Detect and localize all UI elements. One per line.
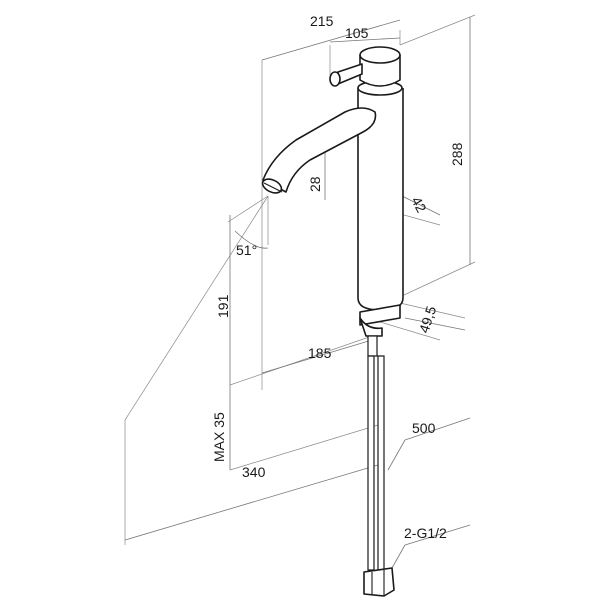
dim-49-5: 49,5: [416, 304, 440, 335]
dim-340: 340: [242, 464, 266, 480]
base-ring: [359, 304, 401, 326]
dimension-lines: [124, 14, 476, 576]
dim-185: 185: [308, 345, 332, 361]
dim-215: 215: [310, 13, 334, 29]
dim-28: 28: [307, 176, 323, 192]
dim-51-angle: 51°: [236, 242, 257, 258]
dim-105: 105: [345, 25, 369, 41]
flex-hose-left: [367, 355, 375, 571]
lever-handle: [337, 63, 363, 85]
dim-max-35: MAX 35: [211, 412, 227, 462]
dim-42: 42: [408, 194, 430, 215]
dim-191: 191: [215, 294, 231, 318]
dim-500: 500: [412, 420, 436, 436]
dim-288: 288: [449, 142, 465, 166]
dim-2-g1-2: 2-G1/2: [404, 525, 447, 541]
hose-fitting: [363, 567, 395, 597]
flex-hose-right: [377, 355, 385, 575]
dimension-labels: 215 105 288 28 42 51° 191 185 49,5 MAX 3…: [211, 13, 465, 541]
faucet: [261, 46, 404, 597]
